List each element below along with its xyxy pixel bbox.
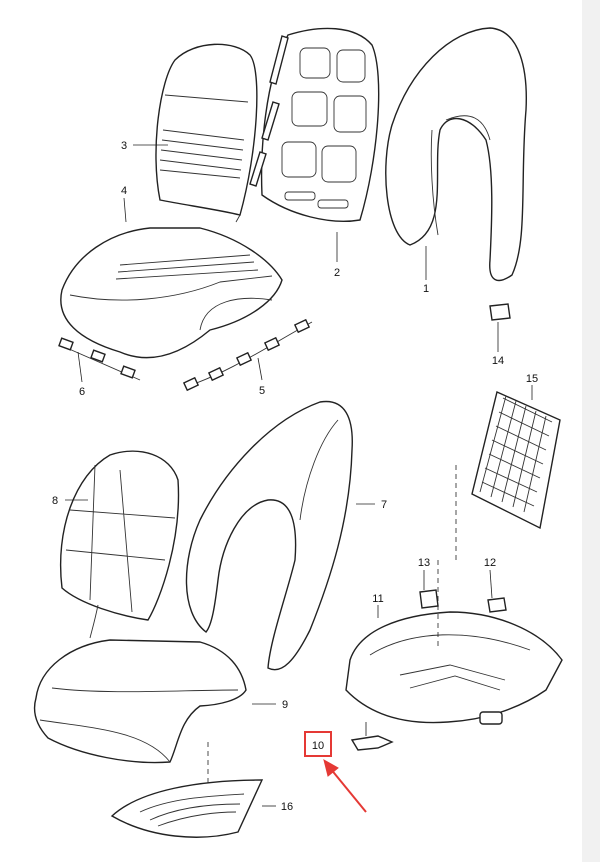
callout-16: 16 bbox=[281, 801, 293, 813]
part-9-seat-cover bbox=[33, 639, 247, 784]
part-5-wire-harness bbox=[182, 318, 313, 392]
callout-5: 5 bbox=[259, 385, 265, 397]
callout-10-highlight-box bbox=[304, 731, 332, 757]
part-12-clip bbox=[487, 597, 507, 613]
part-2-back-frame bbox=[249, 27, 380, 222]
callout-14: 14 bbox=[492, 355, 504, 367]
part-10-bracket bbox=[350, 722, 394, 751]
callout-13: 13 bbox=[418, 557, 430, 569]
part-7-bolster-cover bbox=[185, 400, 353, 671]
callout-12: 12 bbox=[484, 557, 496, 569]
part-8-backrest-cover bbox=[59, 450, 180, 639]
part-13-bracket bbox=[419, 589, 439, 609]
part-3-backrest-pad bbox=[155, 43, 258, 223]
highlight-arrow bbox=[323, 758, 367, 813]
part-16-heater-mat bbox=[110, 779, 264, 838]
callout-6: 6 bbox=[79, 386, 85, 398]
callout-2: 2 bbox=[334, 267, 340, 279]
part-1-bolster-shell bbox=[385, 27, 527, 282]
part-11-seat-base bbox=[345, 465, 563, 725]
part-6-clip-strip bbox=[58, 337, 141, 381]
callout-labels: 1 2 3 4 5 6 7 8 9 10 11 12 13 14 15 16 bbox=[52, 140, 538, 813]
leader-lines bbox=[65, 144, 533, 807]
callout-9: 9 bbox=[282, 699, 288, 711]
callout-11: 11 bbox=[372, 593, 383, 605]
callout-1: 1 bbox=[423, 283, 429, 295]
right-edge-strip bbox=[582, 0, 600, 862]
callout-3: 3 bbox=[121, 140, 127, 152]
part-14-label-tag bbox=[489, 303, 511, 321]
callout-4: 4 bbox=[121, 185, 127, 197]
callout-10: 10 bbox=[312, 740, 324, 752]
callout-15: 15 bbox=[526, 373, 538, 385]
callout-7: 7 bbox=[381, 499, 387, 511]
callout-8: 8 bbox=[52, 495, 58, 507]
part-4-seat-cushion bbox=[60, 227, 283, 359]
part-15-mesh-panel bbox=[471, 391, 561, 530]
